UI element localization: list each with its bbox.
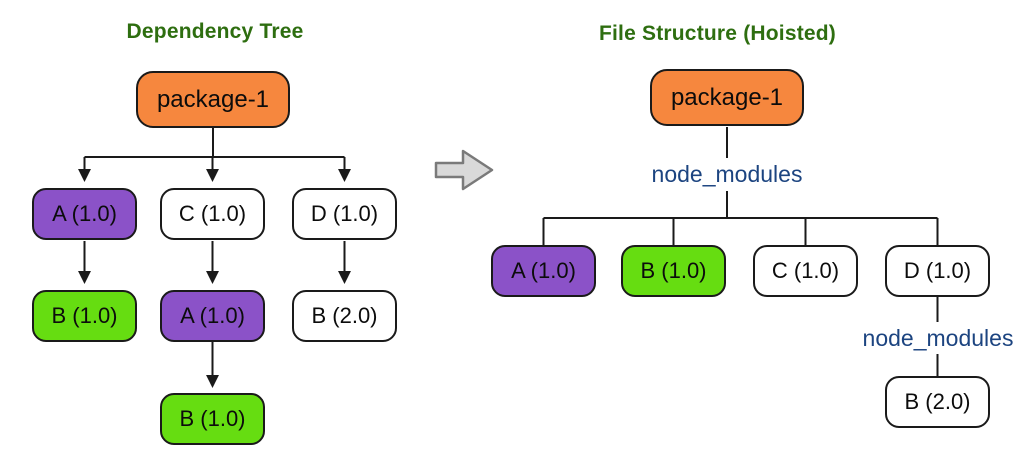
left-node-b-2-0-under-d: B (2.0)	[292, 290, 397, 342]
right-node-b-1-0: B (1.0)	[621, 245, 726, 297]
left-node-package-1: package-1	[136, 71, 290, 128]
right-node-c-1-0: C (1.0)	[753, 245, 858, 297]
left-node-c-1-0: C (1.0)	[160, 188, 265, 240]
left-diagram-title: Dependency Tree	[126, 20, 304, 43]
node-modules-label-top: node_modules	[651, 161, 803, 187]
left-node-a-1-0: A (1.0)	[32, 188, 137, 240]
right-block-arrow-icon	[434, 149, 494, 191]
left-node-a-1-0-under-c: A (1.0)	[160, 290, 265, 342]
left-node-d-1-0: D (1.0)	[292, 188, 397, 240]
right-node-package-1: package-1	[650, 69, 804, 126]
left-node-b-1-0-under-nested-a: B (1.0)	[160, 393, 265, 445]
left-tree-connectors	[78, 128, 351, 388]
right-node-b-2-0: B (2.0)	[885, 376, 990, 428]
node-modules-label-nested: node_modules	[862, 325, 1014, 351]
left-node-b-1-0-under-a: B (1.0)	[32, 290, 137, 342]
right-diagram-title: File Structure (Hoisted)	[599, 22, 836, 45]
right-node-d-1-0: D (1.0)	[885, 245, 990, 297]
right-node-a-1-0: A (1.0)	[491, 245, 596, 297]
